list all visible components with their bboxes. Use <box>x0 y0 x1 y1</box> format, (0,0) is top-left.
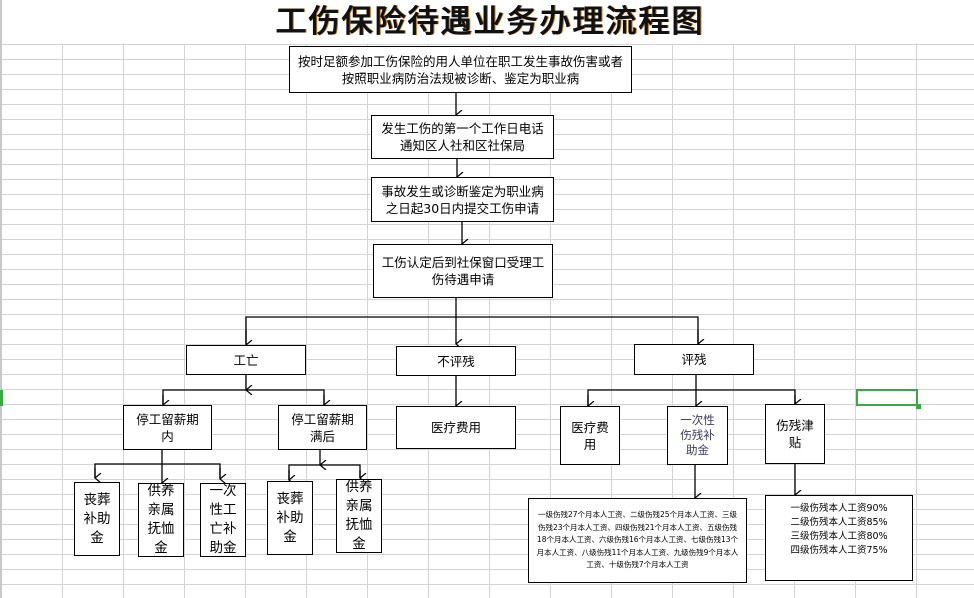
node-notify: 发生工伤的第一个工作日电话 通知区人社和区社保局 <box>371 115 554 159</box>
title-row <box>0 0 974 44</box>
node-lump-disability-detail: 一级伤残27个月本人工资、二级伤残25个月本人工资、三级伤残23个月本人工资、四… <box>528 498 747 583</box>
node-no-assess-medical: 医疗费用 <box>396 406 516 449</box>
node-accept: 工伤认定后到社保窗口受理工 伤待遇申请 <box>373 244 553 298</box>
node-no-assess: 不评残 <box>396 346 516 376</box>
selected-cell[interactable] <box>856 389 921 409</box>
node-lump-death: 一次 性工 亡补 助金 <box>200 483 246 557</box>
node-funeral-2: 丧葬 补助 金 <box>267 481 313 555</box>
node-apply: 事故发生或诊断鉴定为职业病 之日起30日内提交工伤申请 <box>371 177 554 222</box>
row-indicator <box>0 390 3 406</box>
node-funeral-1: 丧葬 补助 金 <box>74 482 120 556</box>
node-dependents-1: 供养 亲属 抚恤 金 <box>138 483 184 557</box>
node-death: 工亡 <box>186 345 306 375</box>
node-allowance-detail: 一级伤残本人工资90% 二级伤残本人工资85% 三级伤残本人工资80% 四级伤残… <box>765 495 913 581</box>
node-assess-medical: 医疗费 用 <box>560 406 620 465</box>
node-start: 按时足额参加工伤保险的用人单位在职工发生事故伤害或者 按照职业病防治法规被诊断、… <box>289 46 632 93</box>
node-death-within: 停工留薪期 内 <box>123 405 212 450</box>
node-lump-disability: 一次性 伤残补 助金 <box>667 406 728 465</box>
node-disability-allowance: 伤残津 贴 <box>765 404 825 464</box>
connector-branch-bar <box>245 316 699 344</box>
sheet-left-edge <box>0 0 2 598</box>
node-death-after: 停工留薪期 满后 <box>278 405 367 450</box>
node-assess: 评残 <box>634 344 754 375</box>
page-title: 工伤保险待遇业务办理流程图 <box>275 4 705 40</box>
fill-handle[interactable] <box>916 404 921 409</box>
node-dependents-2: 供养 亲属 抚恤 金 <box>336 479 382 553</box>
